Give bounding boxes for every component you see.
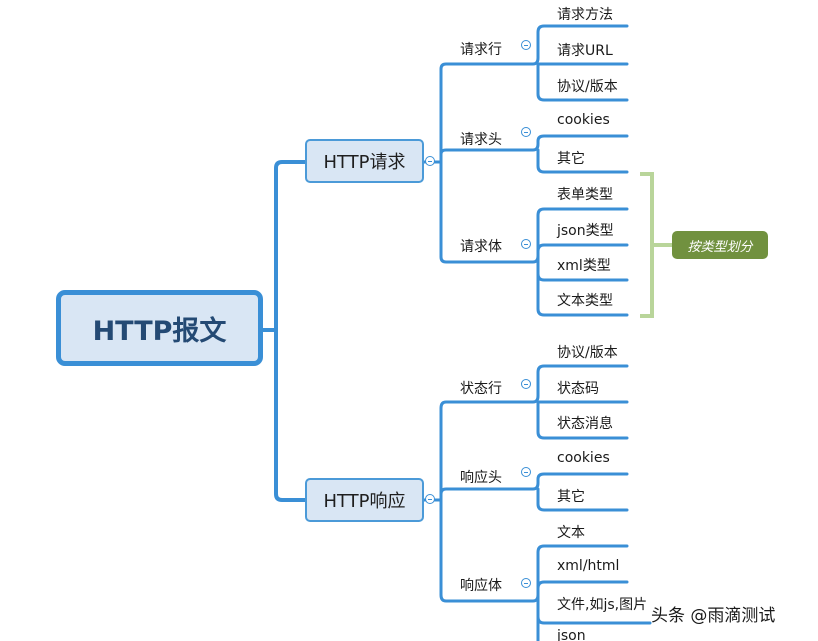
leaf-node[interactable]: 其它 (557, 489, 585, 505)
collapse-respheader-icon[interactable] (521, 467, 531, 477)
section-request-line[interactable]: 请求行 (460, 42, 502, 58)
edge-request-main (422, 62, 519, 164)
edge-request-to-header (439, 148, 519, 164)
summary-bracket (640, 172, 672, 318)
section-response-header[interactable]: 响应头 (460, 470, 502, 486)
edge-statusline-leaves (515, 364, 629, 440)
leaf-node[interactable]: xml/html (557, 558, 620, 574)
leaf-node[interactable]: 文本类型 (557, 293, 613, 309)
edge-reqline-leaves (515, 24, 629, 102)
collapse-response-icon[interactable] (425, 494, 435, 504)
leaf-node[interactable]: 其它 (557, 151, 585, 167)
node-http-request[interactable]: HTTP请求 (305, 139, 424, 183)
collapse-respbody-icon[interactable] (521, 578, 531, 588)
section-request-body[interactable]: 请求体 (460, 239, 502, 255)
collapse-request-icon[interactable] (425, 156, 435, 166)
collapse-reqline-icon[interactable] (521, 40, 531, 50)
edge-request-to-body (439, 160, 519, 264)
leaf-node[interactable]: 请求方法 (557, 7, 613, 23)
edge-respheader-leaves (515, 472, 629, 512)
leaf-node[interactable]: 文本 (557, 525, 585, 541)
leaf-node[interactable]: xml类型 (557, 258, 611, 274)
section-status-line[interactable]: 状态行 (460, 381, 502, 397)
leaf-node[interactable]: 请求URL (557, 43, 613, 59)
leaf-node[interactable]: 协议/版本 (557, 79, 618, 95)
node-http-response[interactable]: HTTP响应 (305, 478, 424, 522)
watermark-text: 头条 @雨滴测试 (651, 606, 776, 626)
edge-reqheader-leaves (515, 134, 629, 174)
edge-response-main (422, 400, 519, 502)
edge-response-to-body (439, 498, 519, 603)
collapse-reqbody-icon[interactable] (521, 239, 531, 249)
collapse-statusline-icon[interactable] (521, 379, 531, 389)
leaf-node[interactable]: 状态码 (557, 381, 599, 397)
edge-reqbody-leaves (515, 207, 629, 317)
leaf-node[interactable]: json类型 (557, 223, 614, 239)
section-response-body[interactable]: 响应体 (460, 578, 502, 594)
collapse-reqheader-icon[interactable] (521, 127, 531, 137)
edge-root-to-request (261, 160, 307, 332)
edge-response-to-header (439, 487, 519, 502)
root-node[interactable]: HTTP报文 (56, 290, 263, 366)
leaf-node[interactable]: 文件,如js,图片 (557, 597, 648, 613)
edge-root-to-response (274, 328, 307, 502)
edge-respbody-leaves (515, 544, 652, 641)
summary-tag[interactable]: 按类型划分 (672, 231, 768, 259)
leaf-node[interactable]: cookies (557, 450, 610, 466)
section-request-header[interactable]: 请求头 (460, 132, 502, 148)
leaf-node[interactable]: json (557, 628, 586, 641)
leaf-node[interactable]: cookies (557, 112, 610, 128)
leaf-node[interactable]: 表单类型 (557, 187, 613, 203)
leaf-node[interactable]: 协议/版本 (557, 345, 618, 361)
leaf-node[interactable]: 状态消息 (557, 416, 613, 432)
